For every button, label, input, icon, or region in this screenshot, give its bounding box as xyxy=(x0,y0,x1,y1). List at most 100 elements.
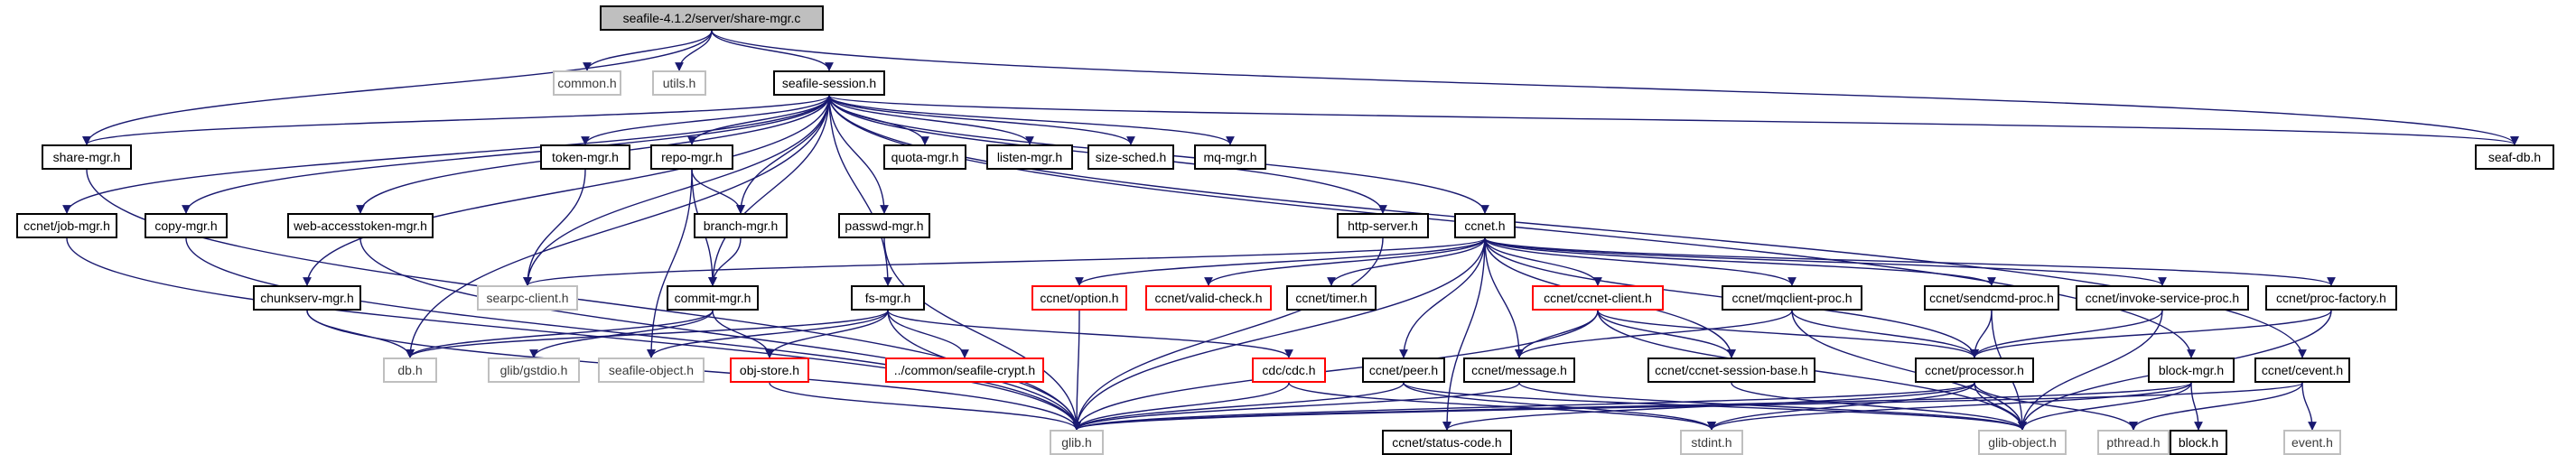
edge-root-to-common-h xyxy=(583,30,713,71)
edges-layer xyxy=(62,30,2519,431)
edge-seafile-session-h-to-fs-mgr-h xyxy=(828,95,892,286)
node-glib-gstdio-h[interactable]: glib/gstdio.h xyxy=(488,358,580,383)
node-root[interactable]: seafile-4.1.2/server/share-mgr.c xyxy=(600,5,824,31)
edge-ccnet-mqclient-proc-h-to-ccnet-message-h xyxy=(1515,310,1793,358)
edge-block-mgr-h-to-block-h xyxy=(2190,382,2203,431)
edge-root-to-utils-h xyxy=(675,30,713,71)
node-quota-mgr-h[interactable]: quota-mgr.h xyxy=(883,144,966,170)
node-branch-mgr-h[interactable]: branch-mgr.h xyxy=(694,213,788,238)
edge-ccnet-ccnet-session-base-h-to-glib-object-h xyxy=(1731,382,2027,431)
node-event-h[interactable]: event.h xyxy=(2283,430,2341,455)
edge-commit-mgr-h-to-db-h xyxy=(406,310,714,358)
edge-cdc-cdc-h-to-glib-h xyxy=(1072,382,1290,431)
edge-ccnet-h-to-ccnet-peer-h xyxy=(1399,237,1486,358)
node-db-h[interactable]: db.h xyxy=(383,358,437,383)
node-common-h[interactable]: common.h xyxy=(553,70,621,96)
edge-ccnet-ccnet-client-h-to-ccnet-processor-h xyxy=(1597,310,1979,358)
node-http-server-h[interactable]: http-server.h xyxy=(1337,213,1429,238)
node-fs-mgr-h[interactable]: fs-mgr.h xyxy=(851,285,925,311)
node-ccnet-valid-check-h[interactable]: ccnet/valid-check.h xyxy=(1145,285,1272,311)
node-glib-object-h[interactable]: glib-object.h xyxy=(1978,430,2067,455)
edge-ccnet-peer-h-to-stdint-h xyxy=(1403,382,1716,431)
node-block-h[interactable]: block.h xyxy=(2170,430,2227,455)
node-cdc-cdc-h[interactable]: cdc/cdc.h xyxy=(1252,358,1326,383)
edge-ccnet-h-to-ccnet-mqclient-proc-h xyxy=(1484,237,1797,286)
node-chunkserv-mgr-h[interactable]: chunkserv-mgr.h xyxy=(253,285,361,311)
edge-seafile-session-h-to-listen-mgr-h xyxy=(828,95,1034,145)
edge-ccnet-message-h-to-glib-h xyxy=(1072,382,1520,431)
node-ccnet-ccnet-client-h[interactable]: ccnet/ccnet-client.h xyxy=(1532,285,1664,311)
node-token-mgr-h[interactable]: token-mgr.h xyxy=(540,144,630,170)
node-common-seafile-crypt-h[interactable]: ../common/seafile-crypt.h xyxy=(885,358,1044,383)
edge-obj-store-h-to-glib-h xyxy=(769,382,1081,431)
node-glib-h[interactable]: glib.h xyxy=(1050,430,1104,455)
node-seafile-object-h[interactable]: seafile-object.h xyxy=(598,358,705,383)
node-ccnet-cevent-h[interactable]: ccnet/cevent.h xyxy=(2254,358,2350,383)
node-pthread-h[interactable]: pthread.h xyxy=(2097,430,2170,455)
node-share-mgr-h[interactable]: share-mgr.h xyxy=(42,144,132,170)
node-listen-mgr-h[interactable]: listen-mgr.h xyxy=(986,144,1073,170)
node-ccnet-ccnet-session-base-h[interactable]: ccnet/ccnet-session-base.h xyxy=(1647,358,1815,383)
edge-ccnet-h-to-ccnet-message-h xyxy=(1484,237,1524,358)
edge-ccnet-processor-h-to-pthread-h xyxy=(1974,382,2138,431)
edge-root-to-seafile-session-h xyxy=(711,30,834,71)
edge-ccnet-processor-h-to-glib-h xyxy=(1072,382,1975,431)
node-ccnet-timer-h[interactable]: ccnet/timer.h xyxy=(1286,285,1377,311)
edge-fs-mgr-h-to-obj-store-h xyxy=(765,310,889,358)
edge-ccnet-h-to-ccnet-option-h xyxy=(1075,237,1486,286)
node-size-sched-h[interactable]: size-sched.h xyxy=(1087,144,1174,170)
node-web-accesstoken-mgr-h[interactable]: web-accesstoken-mgr.h xyxy=(287,213,434,238)
node-utils-h[interactable]: utils.h xyxy=(652,70,706,96)
node-ccnet-sendcmd-proc-h[interactable]: ccnet/sendcmd-proc.h xyxy=(1924,285,2059,311)
node-ccnet-status-code-h[interactable]: ccnet/status-code.h xyxy=(1382,430,1512,455)
node-ccnet-peer-h[interactable]: ccnet/peer.h xyxy=(1362,358,1445,383)
edge-seafile-session-h-to-repo-mgr-h xyxy=(687,95,830,145)
node-copy-mgr-h[interactable]: copy-mgr.h xyxy=(145,213,228,238)
edge-ccnet-cevent-h-to-glib-h xyxy=(1072,382,2303,431)
edge-ccnet-job-mgr-h-to-glib-h xyxy=(66,237,1081,431)
edge-ccnet-proc-factory-h-to-ccnet-processor-h xyxy=(1970,310,2332,358)
node-searpc-client-h[interactable]: searpc-client.h xyxy=(477,285,578,311)
node-seafile-session-h[interactable]: seafile-session.h xyxy=(773,70,885,96)
node-block-mgr-h[interactable]: block-mgr.h xyxy=(2148,358,2235,383)
edge-ccnet-invoke-service-proc-h-to-ccnet-processor-h xyxy=(1970,310,2163,358)
edge-repo-mgr-h-to-branch-mgr-h xyxy=(691,169,745,214)
node-ccnet-invoke-service-proc-h[interactable]: ccnet/invoke-service-proc.h xyxy=(2076,285,2249,311)
edge-cdc-cdc-h-to-stdint-h xyxy=(1288,382,1716,431)
edge-root-to-seaf-db-h xyxy=(711,30,2519,145)
edge-ccnet-mqclient-proc-h-to-glib-object-h xyxy=(1791,310,2027,431)
edge-token-mgr-h-to-searpc-client-h xyxy=(523,169,586,286)
edge-ccnet-peer-h-to-glib-h xyxy=(1072,382,1405,431)
edge-ccnet-ccnet-client-h-to-ccnet-ccnet-session-base-h xyxy=(1597,310,1736,358)
node-seaf-db-h[interactable]: seaf-db.h xyxy=(2475,144,2554,170)
edge-ccnet-h-to-searpc-client-h xyxy=(523,237,1486,286)
edge-ccnet-processor-h-to-stdint-h xyxy=(1707,382,1975,431)
node-obj-store-h[interactable]: obj-store.h xyxy=(730,358,809,383)
node-ccnet-h[interactable]: ccnet.h xyxy=(1454,213,1516,238)
node-stdint-h[interactable]: stdint.h xyxy=(1680,430,1743,455)
edge-seafile-session-h-to-seaf-db-h xyxy=(828,95,2519,145)
node-repo-mgr-h[interactable]: repo-mgr.h xyxy=(650,144,733,170)
edge-ccnet-h-to-ccnet-invoke-service-proc-h xyxy=(1484,237,2167,286)
node-passwd-mgr-h[interactable]: passwd-mgr.h xyxy=(838,213,930,238)
edge-ccnet-cevent-h-to-pthread-h xyxy=(2129,382,2303,431)
edge-ccnet-h-to-ccnet-proc-factory-h xyxy=(1484,237,2336,286)
node-ccnet-processor-h[interactable]: ccnet/processor.h xyxy=(1915,358,2034,383)
node-commit-mgr-h[interactable]: commit-mgr.h xyxy=(667,285,759,311)
edge-ccnet-cevent-h-to-event-h xyxy=(2301,382,2317,431)
edge-ccnet-option-h-to-glib-h xyxy=(1072,310,1081,431)
node-ccnet-message-h[interactable]: ccnet/message.h xyxy=(1463,358,1575,383)
node-ccnet-option-h[interactable]: ccnet/option.h xyxy=(1031,285,1127,311)
edge-fs-mgr-h-to-common-seafile-crypt-h xyxy=(887,310,969,358)
edge-ccnet-h-to-ccnet-timer-h xyxy=(1327,237,1486,286)
node-mq-mgr-h[interactable]: mq-mgr.h xyxy=(1194,144,1266,170)
edge-copy-mgr-h-to-glib-h xyxy=(185,237,1081,431)
edge-block-mgr-h-to-glib-object-h xyxy=(2018,382,2192,431)
edge-ccnet-h-to-ccnet-status-code-h xyxy=(1442,237,1486,431)
edge-ccnet-invoke-service-proc-h-to-glib-object-h xyxy=(2018,310,2163,431)
node-ccnet-proc-factory-h[interactable]: ccnet/proc-factory.h xyxy=(2265,285,2397,311)
node-ccnet-job-mgr-h[interactable]: ccnet/job-mgr.h xyxy=(16,213,117,238)
node-ccnet-mqclient-proc-h[interactable]: ccnet/mqclient-proc.h xyxy=(1722,285,1862,311)
